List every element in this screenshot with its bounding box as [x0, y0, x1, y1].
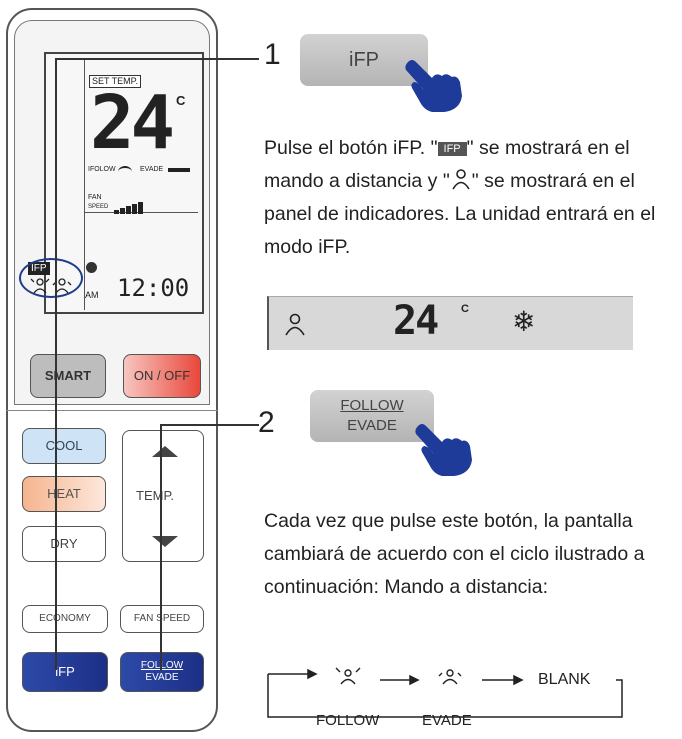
lcd-temp-unit: C [176, 93, 186, 108]
person-indicator-icon [452, 169, 470, 190]
step-1-text-part2: " se mostrará en el mando a distancia y … [264, 137, 630, 192]
louver-icon [168, 168, 190, 186]
panel-temp-unit: C [461, 303, 469, 315]
step-2-number: 2 [258, 406, 275, 439]
callout-line-2-vertical [160, 424, 162, 670]
fan-speed-bars [114, 196, 144, 214]
economy-button[interactable]: ECONOMY [22, 605, 108, 633]
follow-evade-button-bottom: EVADE [145, 672, 179, 683]
cycle-evade-label: EVADE [422, 712, 472, 729]
remote-separator [6, 410, 218, 411]
dry-button[interactable]: DRY [22, 526, 106, 562]
lcd-temperature: 24 [90, 80, 175, 166]
cycle-follow-label: FOLLOW [316, 712, 380, 729]
step-2-button-top: FOLLOW [340, 397, 404, 414]
temp-down-arrow-icon[interactable] [152, 536, 178, 547]
temp-up-arrow-icon[interactable] [152, 446, 178, 457]
step-1-number: 1 [264, 38, 281, 71]
panel-person-icon [283, 312, 307, 341]
lcd-evade-indicator: EVADE [140, 166, 164, 173]
lcd-follow-indicator: IFOLOW [88, 166, 116, 173]
lcd-fan-label: FAN [88, 194, 102, 201]
set-temp-label: SET TEMP. [89, 75, 142, 88]
step-1-text: Pulse el botón iFP. "IFP" se mostrará en… [264, 132, 674, 264]
indicator-panel [267, 296, 633, 350]
swing-arc-icon [118, 166, 132, 178]
lcd-clock: 12:00 [117, 274, 190, 302]
step-1-text-part1: Pulse el botón iFP. " [264, 137, 438, 159]
fan-speed-button[interactable]: FAN SPEED [120, 605, 204, 633]
step-2-button-illustration: FOLLOW EVADE [310, 390, 434, 442]
ifp-button[interactable]: iFP [22, 652, 108, 692]
hand-pointer-icon [402, 56, 466, 119]
cycle-diagram [264, 662, 664, 737]
lcd-vertical-line [84, 60, 85, 310]
hand-pointer-icon-2 [412, 420, 476, 483]
callout-line-1-vertical [55, 58, 57, 670]
callout-line-1-horizontal [55, 58, 259, 60]
heat-button[interactable]: HEAT [22, 476, 106, 512]
lcd-speed-label: SPEED [88, 204, 109, 210]
panel-temperature: 24 [393, 298, 439, 344]
remote-lcd [44, 52, 204, 314]
cool-button[interactable]: COOL [22, 428, 106, 464]
smart-button[interactable]: SMART [30, 354, 106, 398]
step-1-button-illustration: iFP [300, 34, 428, 86]
follow-evade-button[interactable]: FOLLOW EVADE [120, 652, 204, 692]
follow-evade-button-top: FOLLOW [121, 660, 203, 672]
step-2-text: Cada vez que pulse este botón, la pantal… [264, 510, 645, 598]
callout-line-2-horizontal [160, 424, 259, 426]
lcd-am-label: AM [85, 290, 99, 300]
ifp-highlight-oval [19, 258, 83, 298]
step-2-button-bottom: EVADE [347, 417, 397, 434]
snowflake-icon: ❄ [512, 306, 536, 337]
cycle-blank-label: BLANK [538, 671, 591, 688]
temp-label: TEMP. [136, 488, 175, 503]
on-off-button[interactable]: ON / OFF [123, 354, 201, 398]
lcd-dot [86, 262, 97, 273]
inline-ifp-chip: IFP [437, 141, 467, 156]
step-1-text-part3: " se mostrará en el panel de indicadores… [264, 170, 656, 258]
